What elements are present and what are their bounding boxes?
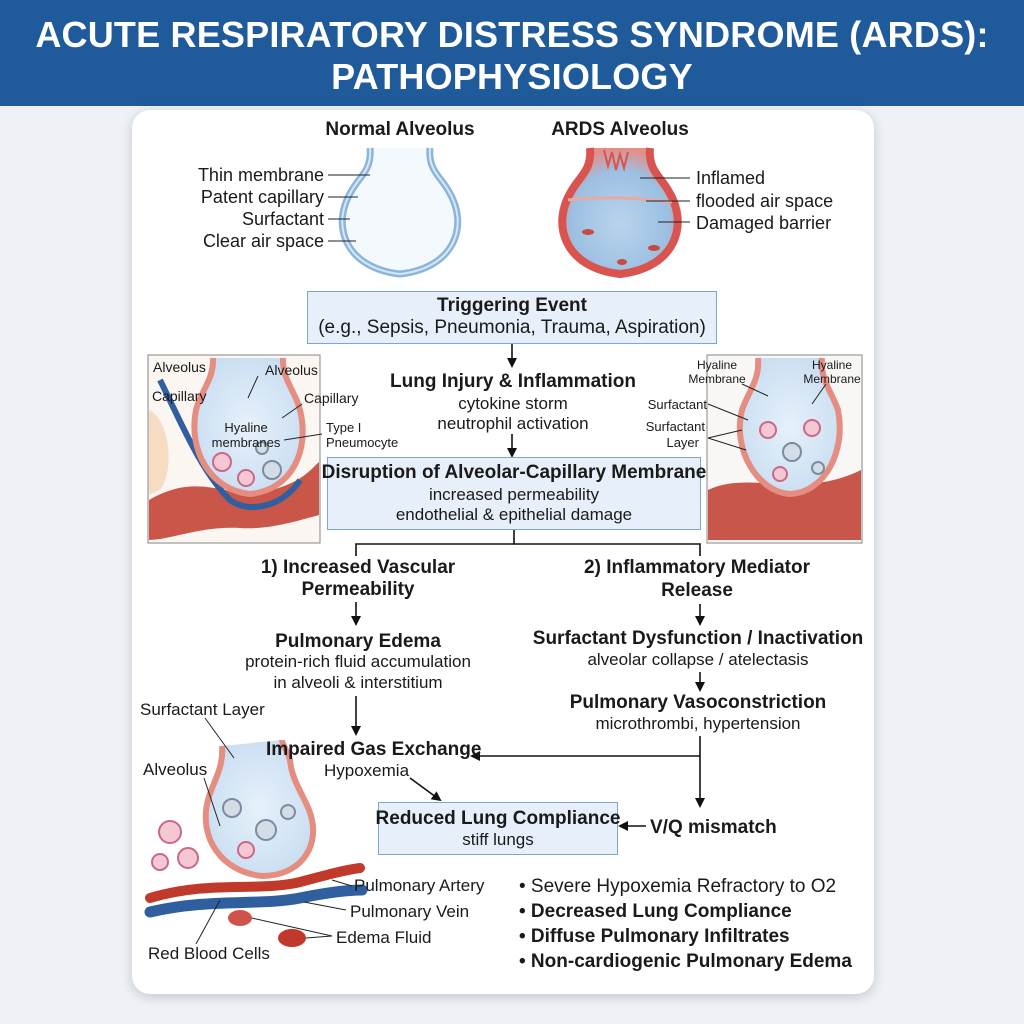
edema-line-1: protein-rich fluid accumulation [245, 652, 471, 671]
edema-line-2: in alveoli & interstitium [273, 673, 443, 692]
page-title-line-1: ACUTE RESPIRATORY DISTRESS SYNDROME (ARD… [35, 14, 989, 55]
trigger-detail: (e.g., Sepsis, Pneumonia, Trauma, Aspira… [318, 317, 706, 338]
disruption-line-1: increased permeability [428, 485, 600, 504]
right-inset-surfactant-layer-1: Surfactant [645, 419, 705, 434]
label-damaged-barrier: Damaged barrier [696, 213, 832, 233]
right-inset-hyaline-b-2: Membrane [803, 372, 861, 386]
summary-item: • Severe Hypoxemia Refractory to O2 [519, 876, 837, 897]
vasoconstriction-title: Pulmonary Vasoconstriction [569, 692, 827, 713]
gas-exchange-line-1: Hypoxemia [324, 761, 410, 780]
branch-2-line-1: 2) Inflammatory Mediator [584, 557, 810, 578]
surfactant-dysfunction-title: Surfactant Dysfunction / Inactivation [532, 628, 864, 649]
left-inset-capillary-b: Capillary [304, 390, 359, 406]
ards-alveolus-title: ARDS Alveolus [551, 119, 689, 140]
summary-item: • Non-cardiogenic Pulmonary Edema [519, 951, 852, 972]
label-pulmonary-vein: Pulmonary Vein [350, 902, 470, 921]
disruption-line-2: endothelial & epithelial damage [395, 505, 633, 524]
right-inset-hyaline-b-1: Hyaline [811, 358, 853, 372]
trigger-box [307, 291, 717, 344]
summary-item: • Decreased Lung Compliance [519, 901, 792, 922]
disruption-title: Disruption of Alveolar-Capillary Membran… [321, 462, 707, 483]
label-flooded-air-space: flooded air space [696, 191, 834, 211]
normal-alveolus-illustration [328, 147, 462, 278]
left-inset-type1-1: Type I [326, 420, 362, 435]
left-inset-hyaline-2: membranes [211, 435, 281, 450]
compliance-box [378, 802, 618, 855]
vq-mismatch-label: V/Q mismatch [650, 817, 777, 838]
label-edema-fluid: Edema Fluid [336, 928, 432, 947]
injury-line-2: neutrophil activation [437, 414, 589, 433]
right-inset-illustration [706, 354, 863, 544]
trigger-title: Triggering Event [437, 295, 587, 316]
label-surfactant: Surfactant [241, 209, 324, 229]
compliance-title: Reduced Lung Compliance [375, 808, 621, 829]
normal-alveolus-title: Normal Alveolus [325, 119, 475, 140]
right-inset-surfactant: Surfactant [647, 397, 707, 412]
surfactant-dysfunction-line-1: alveolar collapse / atelectasis [587, 650, 809, 669]
summary-item: • Diffuse Pulmonary Infiltrates [519, 926, 790, 947]
left-inset-alveolus-b: Alveolus [265, 362, 318, 378]
label-inflamed: Inflamed [696, 168, 766, 188]
disruption-box [327, 457, 701, 530]
branch-1-line-1: 1) Increased Vascular [260, 557, 456, 578]
branch-1-line-2: Permeability [301, 579, 415, 600]
label-surfactant-layer: Surfactant Layer [140, 700, 265, 719]
left-inset-hyaline-1: Hyaline [224, 420, 268, 435]
compliance-line-1: stiff lungs [462, 830, 534, 849]
label-patent-capillary: Patent capillary [200, 187, 324, 207]
injury-title: Lung Injury & Inflammation [390, 371, 636, 392]
right-inset-surfactant-layer-2: Layer [666, 435, 699, 450]
left-inset-capillary-a: Capillary [152, 388, 207, 404]
injury-line-1: cytokine storm [458, 394, 568, 413]
branch-2-line-2: Release [661, 580, 733, 601]
flow-arrows [351, 344, 705, 831]
gas-exchange-title: Impaired Gas Exchange [266, 739, 482, 760]
title-banner: ACUTE RESPIRATORY DISTRESS SYNDROME (ARD… [0, 0, 1024, 106]
label-red-blood-cells: Red Blood Cells [148, 944, 270, 963]
vasoconstriction-line-1: microthrombi, hypertension [595, 714, 801, 733]
right-inset-hyaline-a-2: Membrane [688, 372, 746, 386]
label-thin-membrane: Thin membrane [197, 165, 324, 185]
page-title-line-2: PATHOPHYSIOLOGY [331, 56, 693, 97]
left-inset-alveolus-a: Alveolus [153, 359, 206, 375]
label-alveolus: Alveolus [143, 760, 208, 779]
right-inset-hyaline-a-1: Hyaline [696, 358, 738, 372]
label-pulmonary-artery: Pulmonary Artery [354, 876, 485, 895]
left-inset-type1-2: Pneumocyte [326, 435, 399, 450]
left-inset-illustration [147, 354, 323, 544]
label-clear-air-space: Clear air space [202, 231, 324, 251]
edema-title: Pulmonary Edema [275, 631, 441, 652]
bottom-alveolus-illustration [144, 717, 368, 947]
ards-alveolus-illustration [558, 147, 690, 278]
